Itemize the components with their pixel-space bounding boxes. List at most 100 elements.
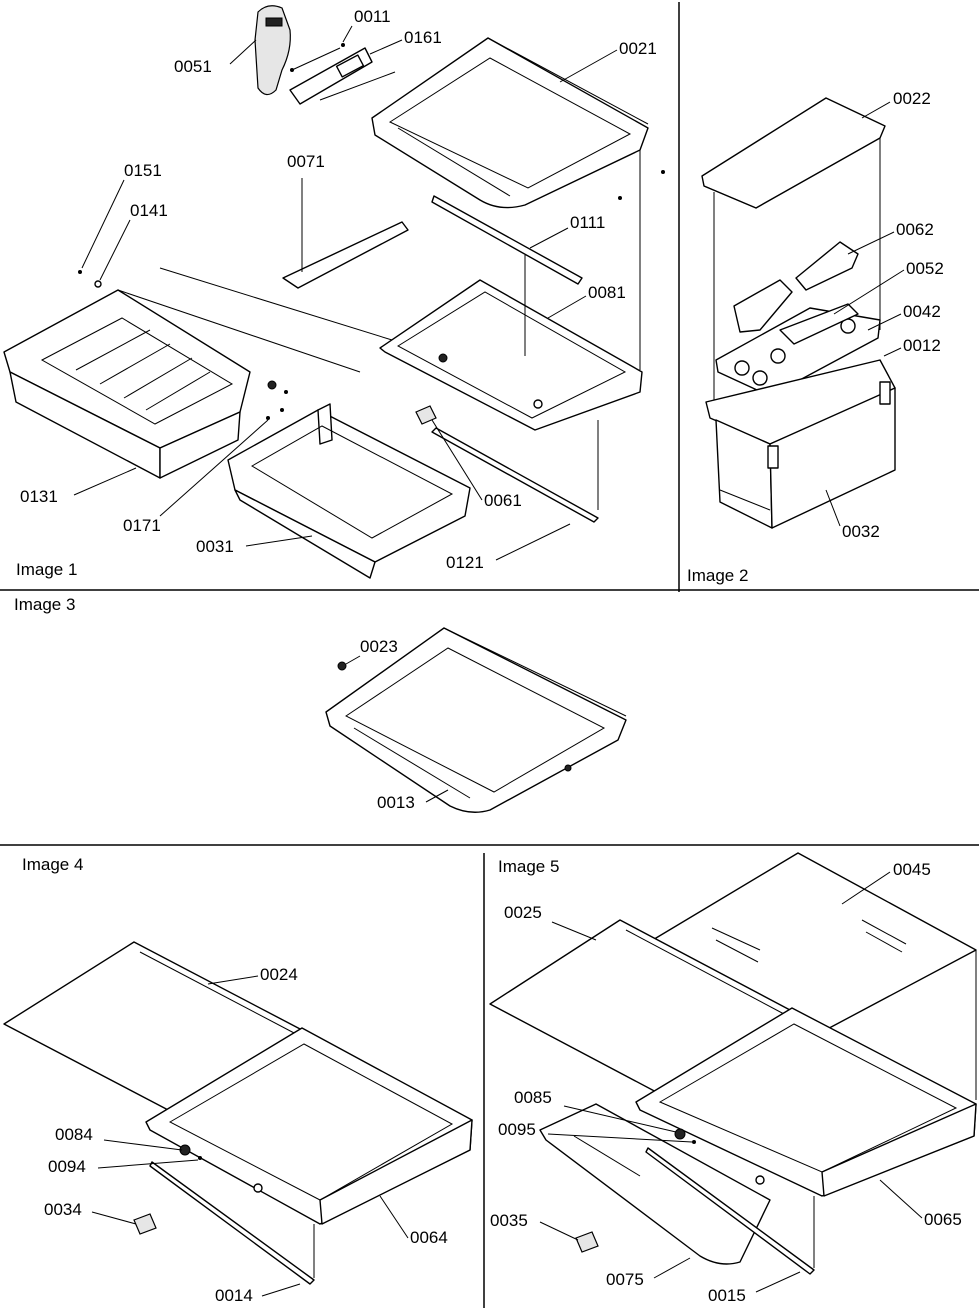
label-0151: 0151 [124, 161, 162, 180]
label-0011: 0011 [354, 7, 391, 26]
label-0012: 0012 [903, 336, 941, 355]
label-0045: 0045 [893, 860, 931, 879]
part-0131-ribs [75, 329, 211, 411]
part-0131-pan-inner [40, 317, 234, 425]
image1-group [3, 5, 665, 579]
part-0062-tray2 [733, 279, 793, 333]
leader-0051 [229, 39, 257, 65]
leader-0045 [841, 871, 891, 905]
part-0032-lip [719, 489, 771, 511]
screw-line [291, 47, 341, 71]
leader-0064 [379, 1195, 409, 1239]
screw-0021b [618, 196, 622, 200]
part-0022-cover [701, 97, 886, 209]
screw-0011 [341, 43, 345, 47]
part-0042-cup2 [752, 370, 768, 386]
part-0065-side [821, 1103, 977, 1197]
label-0022: 0022 [893, 89, 931, 108]
part-0051-cover [254, 5, 291, 96]
part-0021-trim [397, 127, 511, 197]
label-0013: 0013 [377, 793, 415, 812]
part-0014-rail [149, 1161, 315, 1285]
leader-0052 [833, 269, 905, 315]
part-0031-pan-front [234, 489, 376, 579]
leader-0021 [559, 49, 618, 83]
label-0131: 0131 [20, 487, 58, 506]
leader-0111 [529, 227, 569, 249]
panel-caption-image3: Image 3 [14, 595, 75, 614]
part-0031-pan-inner [251, 425, 454, 539]
label-0021: 0021 [619, 39, 657, 58]
leader-0023 [345, 655, 361, 665]
leader-0131-guide2 [159, 267, 393, 341]
leader-0032 [825, 489, 841, 527]
part-0081-frame [379, 279, 643, 431]
part-0021-glass [388, 57, 632, 189]
label-0065: 0065 [924, 1210, 962, 1229]
leader-0024 [207, 975, 259, 985]
part-0161-guide [319, 71, 396, 101]
label-0071: 0071 [287, 152, 325, 171]
part-0071-divider [282, 221, 409, 289]
part-0034-clip [133, 1213, 157, 1235]
leader-0161 [369, 39, 403, 55]
label-0032: 0032 [842, 522, 880, 541]
leader-0025 [551, 921, 597, 941]
part-0013-shelf [325, 627, 627, 813]
part-0131-knob [267, 380, 277, 390]
label-0023: 0023 [360, 637, 398, 656]
leader-0042 [867, 313, 902, 331]
label-0052: 0052 [906, 259, 944, 278]
part-0081-knob [438, 353, 448, 363]
leader-0094 [97, 1159, 199, 1169]
label-0042: 0042 [903, 302, 941, 321]
part-0032-latch2 [879, 381, 891, 405]
image3-group: Image 3 0023 0013 [14, 595, 627, 813]
panel-caption-image4: Image 4 [22, 855, 83, 874]
label-0024: 0024 [260, 965, 298, 984]
part-0013-rail [443, 627, 627, 717]
label-0015: 0015 [708, 1286, 746, 1305]
label-0062: 0062 [896, 220, 934, 239]
leader-0062 [847, 231, 895, 255]
leader-0095 [547, 1133, 693, 1143]
part-0065-stud [755, 1175, 765, 1185]
part-0015-rail [645, 1147, 815, 1275]
label-0031: 0031 [196, 537, 234, 556]
label-0141: 0141 [130, 201, 168, 220]
part-0035-clip [575, 1231, 599, 1253]
label-0075: 0075 [606, 1270, 644, 1289]
panel-caption-image5: Image 5 [498, 857, 559, 876]
part-0024-edge [139, 951, 297, 1035]
label-0034: 0034 [44, 1200, 82, 1219]
label-0171: 0171 [123, 516, 161, 535]
leader-0121 [495, 523, 571, 561]
part-0085-knob [674, 1128, 686, 1140]
leader-0131 [73, 467, 137, 496]
panel-caption-image1: Image 1 [16, 560, 77, 579]
part-0064-side [319, 1119, 473, 1225]
image5-group: Image 5 0025 0045 0085 0095 0035 [489, 852, 977, 1305]
leader-0022 [861, 101, 891, 119]
label-0121: 0121 [446, 553, 484, 572]
leader-0081 [547, 295, 587, 319]
label-0014: 0014 [215, 1286, 253, 1305]
leader-0015 [755, 1271, 801, 1293]
screw-0171 [266, 416, 270, 420]
part-0111-rail [431, 195, 583, 285]
part-0022-edge [703, 137, 881, 209]
leader-0085 [563, 1105, 677, 1133]
screw-0131 [284, 390, 288, 394]
part-0161-latch [335, 54, 365, 78]
part-0075-grip [573, 1135, 641, 1177]
label-0051: 0051 [174, 57, 212, 76]
leader-0065 [879, 1179, 923, 1219]
part-0061-clip [415, 405, 437, 425]
image2-group [701, 97, 896, 529]
part-0021-rail [487, 37, 649, 125]
leader-0031 [245, 535, 313, 547]
screw-0021 [661, 170, 665, 174]
label-0085: 0085 [514, 1088, 552, 1107]
leader-0171 [159, 419, 269, 517]
label-0064: 0064 [410, 1228, 448, 1247]
